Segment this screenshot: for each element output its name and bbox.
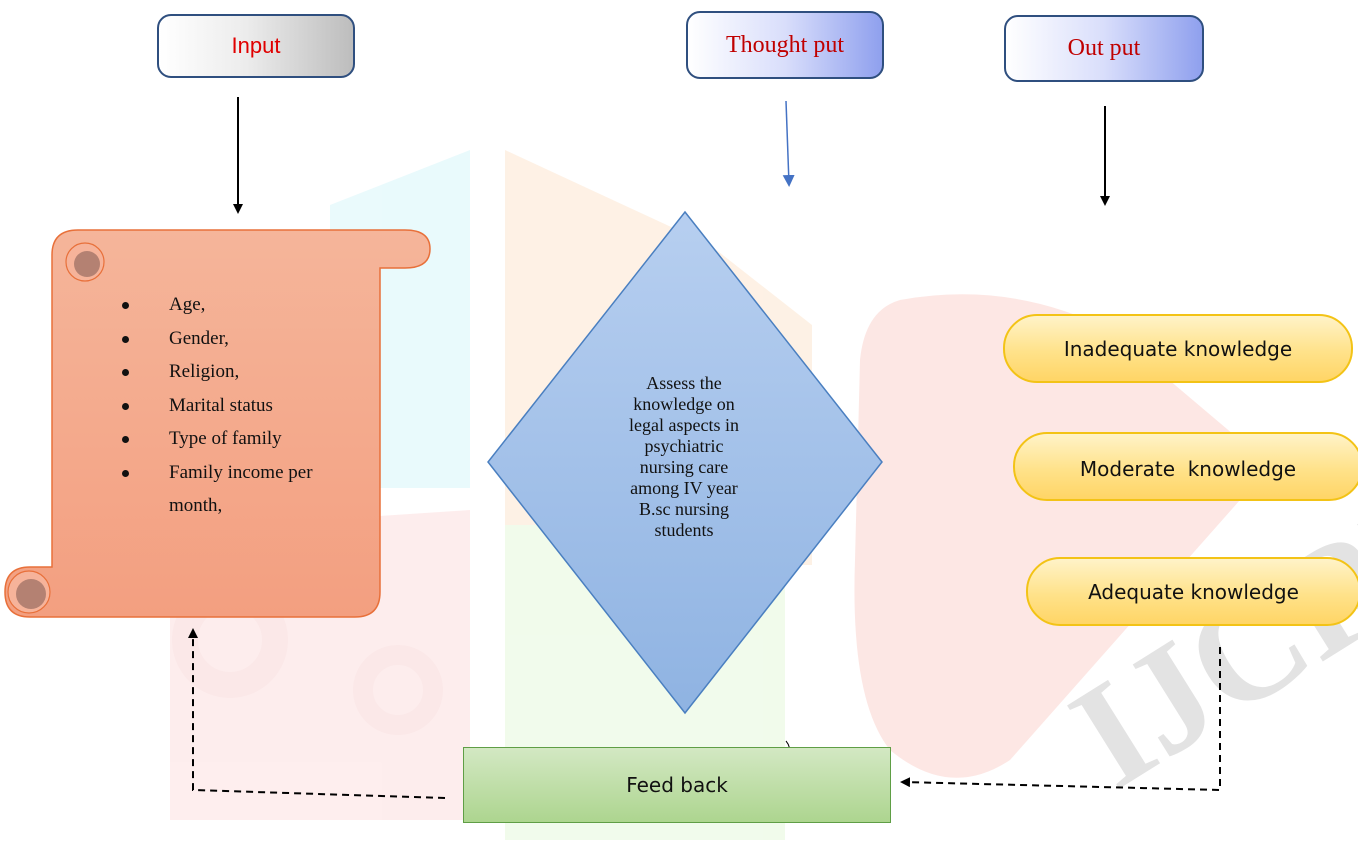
process-line: psychiatric xyxy=(644,436,724,456)
list-item: Family income per xyxy=(112,456,357,490)
input-variable-list: Age, Gender, Religion, Marital status Ty… xyxy=(112,288,357,523)
output-label: Inadequate knowledge xyxy=(1063,336,1293,361)
feedback-box: Feed back xyxy=(463,747,891,823)
input-scroll xyxy=(4,229,431,618)
output-label: Moderate knowledge xyxy=(1079,457,1297,481)
bullet-icon xyxy=(122,335,129,343)
output-label: Adequate knowledge xyxy=(1088,579,1299,604)
process-text: Assess the knowledge on legal aspects in… xyxy=(604,373,764,541)
process-line: legal aspects in xyxy=(629,415,739,435)
bullet-icon xyxy=(122,302,129,309)
bullet-icon xyxy=(122,369,129,376)
output-header-box: Out put xyxy=(1004,15,1204,82)
output-moderate-pill: Moderate knowledge xyxy=(1013,432,1358,501)
process-line: nursing care xyxy=(639,457,729,477)
bullet-icon xyxy=(122,469,129,477)
throughput-header-label: Thought put xyxy=(726,31,844,58)
feedback-to-input-dashed-arrow xyxy=(188,628,446,799)
process-line: B.sc nursing xyxy=(639,499,729,519)
list-item: Marital status xyxy=(112,389,357,423)
process-line: students xyxy=(654,520,714,540)
input-header-box: Input xyxy=(157,14,355,78)
bullet-icon xyxy=(122,402,129,410)
list-item: Type of family xyxy=(112,422,357,456)
throughput-arrow xyxy=(782,100,795,187)
output-inadequate-pill: Inadequate knowledge xyxy=(1003,314,1353,383)
process-line: among IV year xyxy=(630,478,738,498)
list-item: Gender, xyxy=(112,322,357,356)
process-line: knowledge on xyxy=(633,394,735,414)
process-line: Assess the xyxy=(646,373,722,393)
feedback-label: Feed back xyxy=(626,773,728,797)
list-item: Age, xyxy=(112,288,357,322)
output-adequate-pill: Adequate knowledge xyxy=(1026,557,1358,626)
bullet-icon xyxy=(122,436,129,443)
throughput-header-box: Thought put xyxy=(686,11,884,79)
process-diamond xyxy=(487,210,883,715)
list-item: Religion, xyxy=(112,355,357,389)
input-header-label: Input xyxy=(231,33,281,58)
output-header-label: Out put xyxy=(1067,35,1141,61)
list-item-continuation: month, xyxy=(169,495,223,516)
